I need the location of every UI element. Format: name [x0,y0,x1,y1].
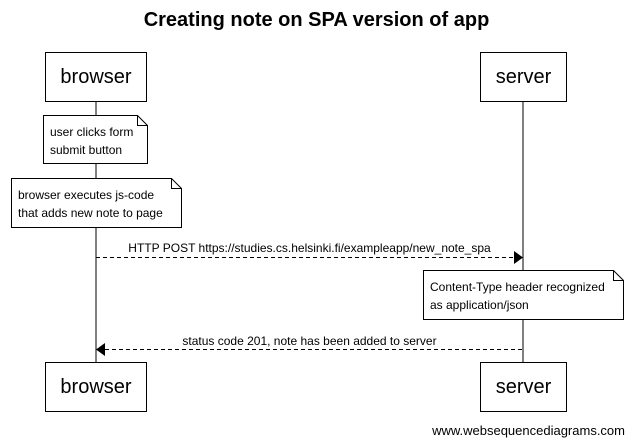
diagram-title: Creating note on SPA version of app [143,9,490,31]
note-2-fold [171,178,182,189]
note-3-line-1: Content-Type header recognized [430,280,605,294]
note-1-line-2: submit button [50,143,123,157]
participant-browser-bottom: browser [45,362,147,412]
note-browser-executes: browser executes js-code that adds new n… [12,182,181,227]
message-2-label: status code 201, note has been added to … [182,334,437,348]
note-2-box [11,178,182,228]
participant-browser-top: browser [45,52,147,102]
participant-server-bottom: server [480,362,567,412]
note-1-box [43,115,148,164]
note-3-box [423,270,624,320]
message-1-arrowhead [514,251,523,264]
note-3-line-2: as application/json [430,298,529,312]
note-content-type: Content-Type header recognized as applic… [424,274,623,319]
message-2-arrowhead [96,343,105,356]
note-2-line-1: browser executes js-code [18,188,155,202]
watermark-link[interactable]: www.websequencediagrams.com [432,423,625,438]
note-1-fold [137,115,148,126]
message-1-label: HTTP POST https://studies.cs.helsinki.fi… [128,241,491,255]
note-2-line-2: that adds new note to page [18,206,163,220]
note-3-fold [613,270,624,281]
note-1-line-1: user clicks form [50,125,134,139]
note-user-clicks: user clicks form submit button [44,119,147,163]
participant-server-top: server [480,52,567,102]
